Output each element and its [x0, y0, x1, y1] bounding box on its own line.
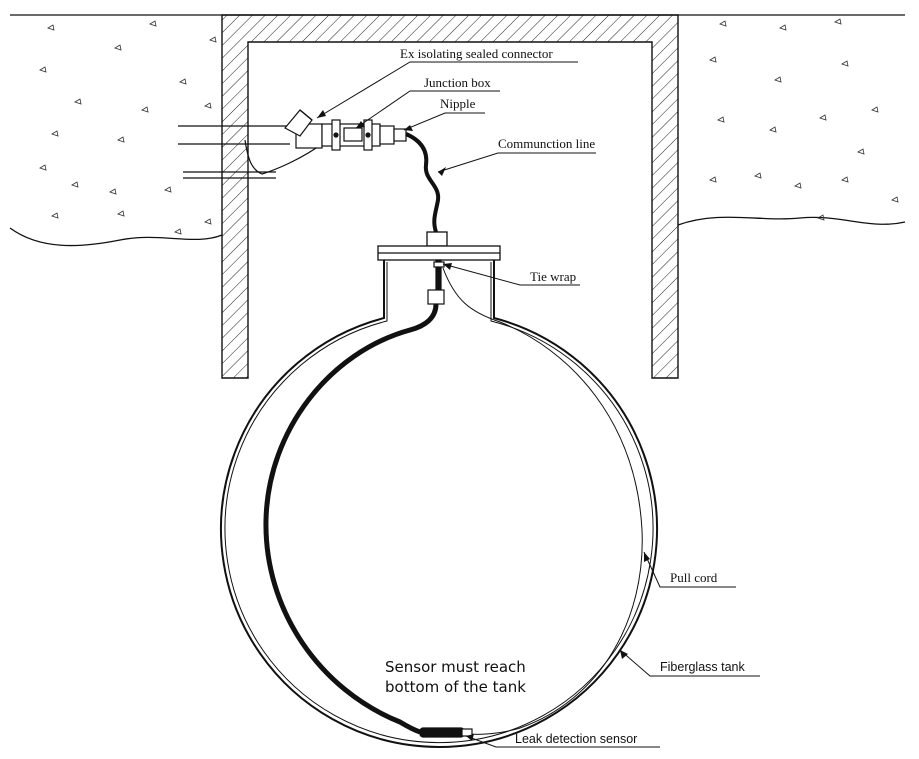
fiberglass-tank-body — [220, 260, 658, 748]
tie-wrap-assembly — [427, 259, 445, 305]
soil-left — [9, 227, 223, 247]
label-tie-wrap: Tie wrap — [530, 269, 576, 284]
communication-cable — [405, 132, 441, 233]
fiberglass-tank-inner — [224, 262, 654, 744]
label-fiberglass-tank: Fiberglass tank — [660, 660, 746, 674]
sensor-cable — [263, 303, 439, 735]
leader-arrowheads — [317, 110, 650, 741]
pull-cord — [442, 267, 643, 735]
ex-sealed-connector — [284, 109, 323, 149]
label-communication-line: Communction line — [498, 136, 595, 151]
leader-lines — [316, 61, 760, 748]
note-line-1: Sensor must reach — [385, 658, 526, 676]
label-ex-connector: Ex isolating sealed connector — [400, 46, 553, 61]
junction-box — [321, 119, 381, 151]
label-leak-detection-sensor: Leak detection sensor — [515, 732, 637, 746]
manhole-wall — [221, 14, 679, 379]
note-line-2: bottom of the tank — [385, 678, 526, 696]
soil-right — [677, 216, 906, 226]
label-pull-cord: Pull cord — [670, 570, 718, 585]
nipple — [379, 125, 407, 145]
soil-texture-right — [709, 18, 899, 221]
tank-flange — [377, 231, 501, 261]
conduit-pipe — [178, 125, 326, 179]
leak-detection-sensor — [419, 727, 473, 738]
label-nipple: Nipple — [440, 96, 476, 111]
label-junction-box: Junction box — [424, 75, 491, 90]
soil-texture-left — [39, 20, 217, 235]
